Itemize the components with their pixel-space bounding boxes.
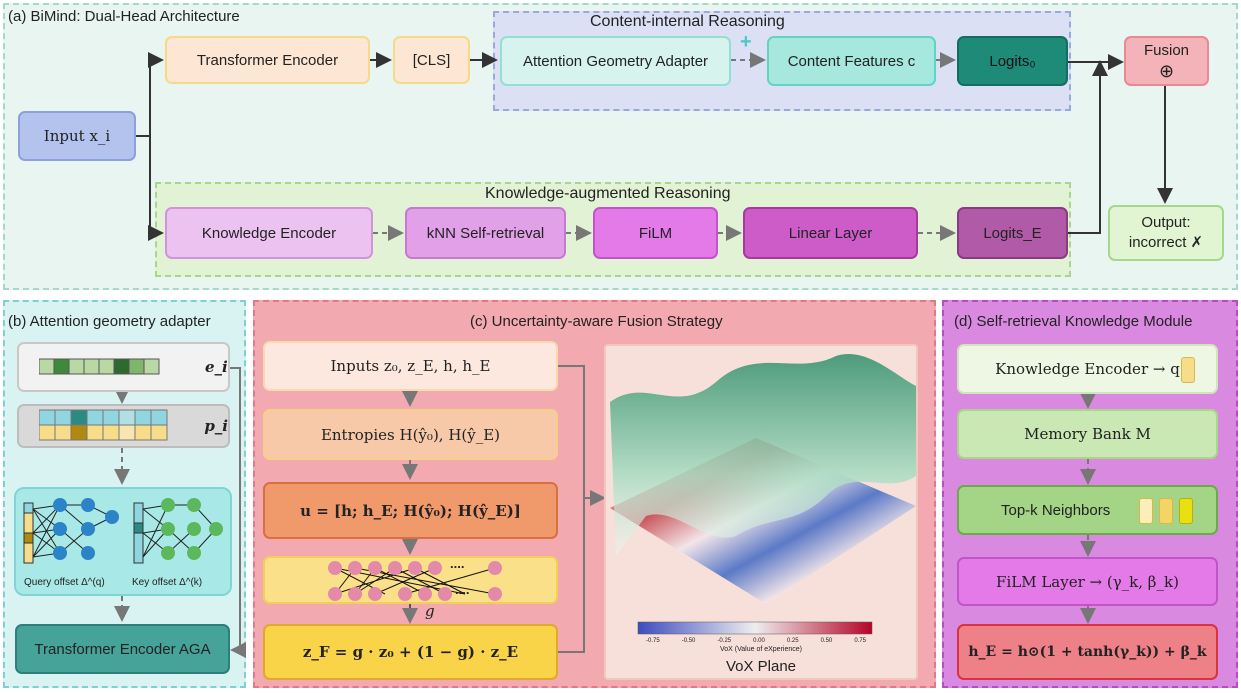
colorbar-tick: -0.25 [717,638,732,644]
plus-icon: + [740,31,752,53]
film-box: FiLM [593,207,718,259]
knowledge-encoder-q-label: Knowledge Encoder → q [995,360,1180,378]
u-equation-label: u = [h; h_E; H(ŷ₀); H(ŷ_E)] [300,501,521,520]
z-f-equation-label: z_F = g · z₀ + (1 − g) · z_E [302,643,519,661]
attention-geometry-adapter-box: Attention Geometry Adapter [500,36,731,86]
cls-box: [CLS] [393,36,470,84]
e-vector-box: e_i [17,342,230,392]
colorbar-label: VoX (Value of eXperience) [720,646,802,653]
aga-label: Attention Geometry Adapter [522,52,709,70]
colorbar-tick: -0.50 [681,638,696,644]
knowledge-encoder-label: Knowledge Encoder [201,224,337,242]
offset-networks-icon [23,498,223,564]
colorbar-tick: 0.00 [753,638,765,644]
content-reasoning-title: Content-internal Reasoning [590,13,785,30]
fusion-symbol-icon: ⊕ [1158,61,1175,81]
knowledge-encoder-q-box: Knowledge Encoder → q [957,344,1218,394]
knowledge-encoder-box: Knowledge Encoder [165,207,373,259]
logits-0-label: Logits₀ [989,52,1036,70]
z-f-box: z_F = g · z₀ + (1 − g) · z_E [263,624,558,680]
p-label: p_i [204,417,228,435]
inputs-label: Inputs z₀, z_E, h, h_E [330,357,491,375]
transformer-encoder-aga-label: Transformer Encoder AGA [34,640,211,658]
inputs-box: Inputs z₀, z_E, h, h_E [263,341,558,391]
vox-surface-plot [610,353,916,635]
neighbor-vector-icon [1139,498,1153,524]
mlp-ellipsis-bottom: .... [455,582,470,597]
entropies-label: Entropies H(ŷ₀), H(ŷ_E) [320,425,501,444]
output-box: Output: incorrect ✗ [1108,205,1224,261]
key-offset-label: Key offset Δ^(k) [132,577,203,588]
content-features-box: Content Features c [767,36,936,86]
logits-e-label: Logits_E [983,224,1042,242]
neighbor-vector-icon [1159,498,1173,524]
logits-0-box: Logits₀ [957,36,1068,86]
top-k-neighbors-box: Top-k Neighbors [957,485,1218,535]
film-layer-label: FiLM Layer → (γ_k, β_k) [996,572,1179,591]
cls-label: [CLS] [412,51,451,69]
film-layer-box: FiLM Layer → (γ_k, β_k) [957,557,1218,606]
colorbar-tick: 0.50 [820,638,833,644]
g-label: g [425,602,435,620]
knowledge-reasoning-title: Knowledge-augmented Reasoning [485,185,731,202]
input-box: Input x_i [18,111,136,161]
output-label: Output: incorrect ✗ [1128,214,1204,251]
knn-box: kNN Self-retrieval [405,207,566,259]
film-label: FiLM [638,224,673,242]
query-vector-icon [1181,357,1195,383]
colorbar-tick: 0.75 [854,638,866,644]
panel-b-title: (b) Attention geometry adapter [8,313,211,330]
e-vector-icon [39,358,160,375]
p-vector-box: p_i [17,404,230,448]
panel-c-title: (c) Uncertainty-aware Fusion Strategy [470,313,723,330]
colorbar-ticks: -0.75 -0.50 -0.25 0.00 0.25 0.50 0.75 [646,638,866,644]
u-vector-box: u = [h; h_E; H(ŷ₀); H(ŷ_E)] [263,482,558,539]
vox-plane-label: VoX Plane [725,658,797,675]
memory-bank-label: Memory Bank M [1024,425,1151,443]
e-label: e_i [205,358,228,376]
top-k-label: Top-k Neighbors [1001,501,1111,519]
knn-label: kNN Self-retrieval [426,224,545,242]
gating-mlp-box: .... .... [263,556,558,604]
transformer-encoder-box: Transformer Encoder [165,36,370,84]
input-label: Input x_i [43,127,111,145]
neighbor-vector-icon [1179,498,1193,524]
vox-plane-box: -0.75 -0.50 -0.25 0.00 0.25 0.50 0.75 Vo… [604,344,918,680]
fusion-box: Fusion ⊕ [1124,36,1209,86]
h-e-equation-label: h_E = h⊙(1 + tanh(γ_k)) + β_k [968,644,1207,660]
fusion-label: Fusion [1143,42,1190,59]
p-vector-icon [39,409,168,441]
gating-mlp-icon [328,561,502,601]
memory-bank-box: Memory Bank M [957,409,1218,459]
logits-e-box: Logits_E [957,207,1068,259]
mlp-ellipsis-top: .... [450,556,465,571]
panel-d-title: (d) Self-retrieval Knowledge Module [954,313,1193,330]
colorbar-tick: 0.25 [786,638,799,644]
transformer-encoder-label: Transformer Encoder [196,51,339,69]
linear-layer-box: Linear Layer [743,207,918,259]
colorbar-tick: -0.75 [646,638,660,644]
panel-a-title: (a) BiMind: Dual-Head Architecture [8,8,240,25]
offset-networks-box: Query offset Δ^(q) Key offset Δ^(k) [14,487,232,596]
content-features-label: Content Features c [787,52,916,70]
query-offset-label: Query offset Δ^(q) [24,577,105,588]
transformer-encoder-aga-box: Transformer Encoder AGA [15,624,230,674]
linear-layer-label: Linear Layer [788,224,873,242]
entropies-box: Entropies H(ŷ₀), H(ŷ_E) [263,409,558,460]
h-e-equation-box: h_E = h⊙(1 + tanh(γ_k)) + β_k [957,624,1218,680]
